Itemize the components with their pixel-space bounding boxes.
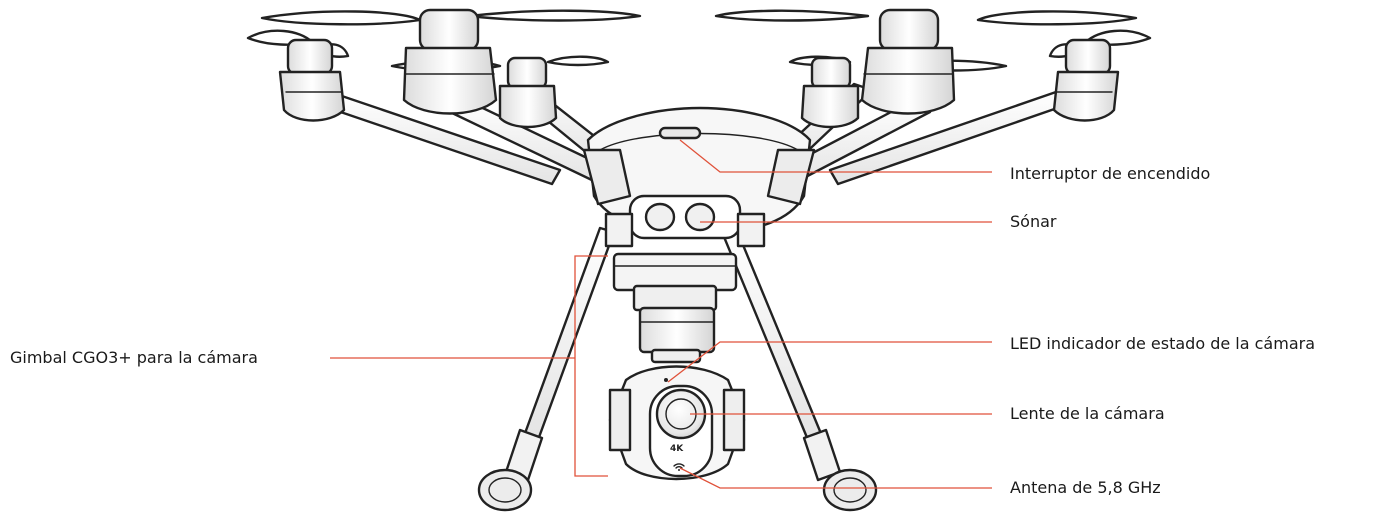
- motor-right-front: [800, 56, 860, 129]
- motor-right-inner: [860, 8, 956, 115]
- label-camera-lens: Lente de la cámara: [1010, 404, 1165, 423]
- landing-gear-right: [720, 226, 878, 512]
- wifi-icon: [673, 463, 685, 471]
- label-sonar: Sónar: [1010, 212, 1057, 231]
- motor-left-inner: [402, 8, 498, 115]
- motor-left-front: [498, 56, 558, 129]
- leader-power-switch: [679, 139, 992, 173]
- camera: 4K: [608, 365, 746, 481]
- leader-antenna: [679, 467, 992, 489]
- leader-lines: [330, 139, 992, 489]
- label-antenna: Antena de 5,8 GHz: [1010, 478, 1161, 497]
- propeller-left-inner: [260, 9, 642, 26]
- sonar-sensor-left: [644, 202, 676, 232]
- camera-4k-badge: 4K: [670, 444, 684, 454]
- label-power-switch: Interruptor de encendido: [1010, 164, 1211, 183]
- label-camera-status-led: LED indicador de estado de la cámara: [1010, 334, 1315, 353]
- motor-right-outer: [1052, 38, 1120, 122]
- leader-camera-led: [667, 341, 992, 383]
- drone-body: [582, 106, 816, 248]
- label-gimbal: Gimbal CGO3+ para la cámara: [10, 348, 258, 367]
- camera-status-led: [664, 378, 668, 382]
- sonar-sensor-right: [684, 202, 716, 232]
- leader-gimbal-bracket: [574, 255, 608, 477]
- landing-gear-left: [477, 226, 616, 512]
- gimbal: [612, 252, 738, 364]
- propeller-right-inner: [714, 9, 1138, 26]
- motor-left-outer: [278, 38, 346, 122]
- power-switch[interactable]: [658, 126, 702, 140]
